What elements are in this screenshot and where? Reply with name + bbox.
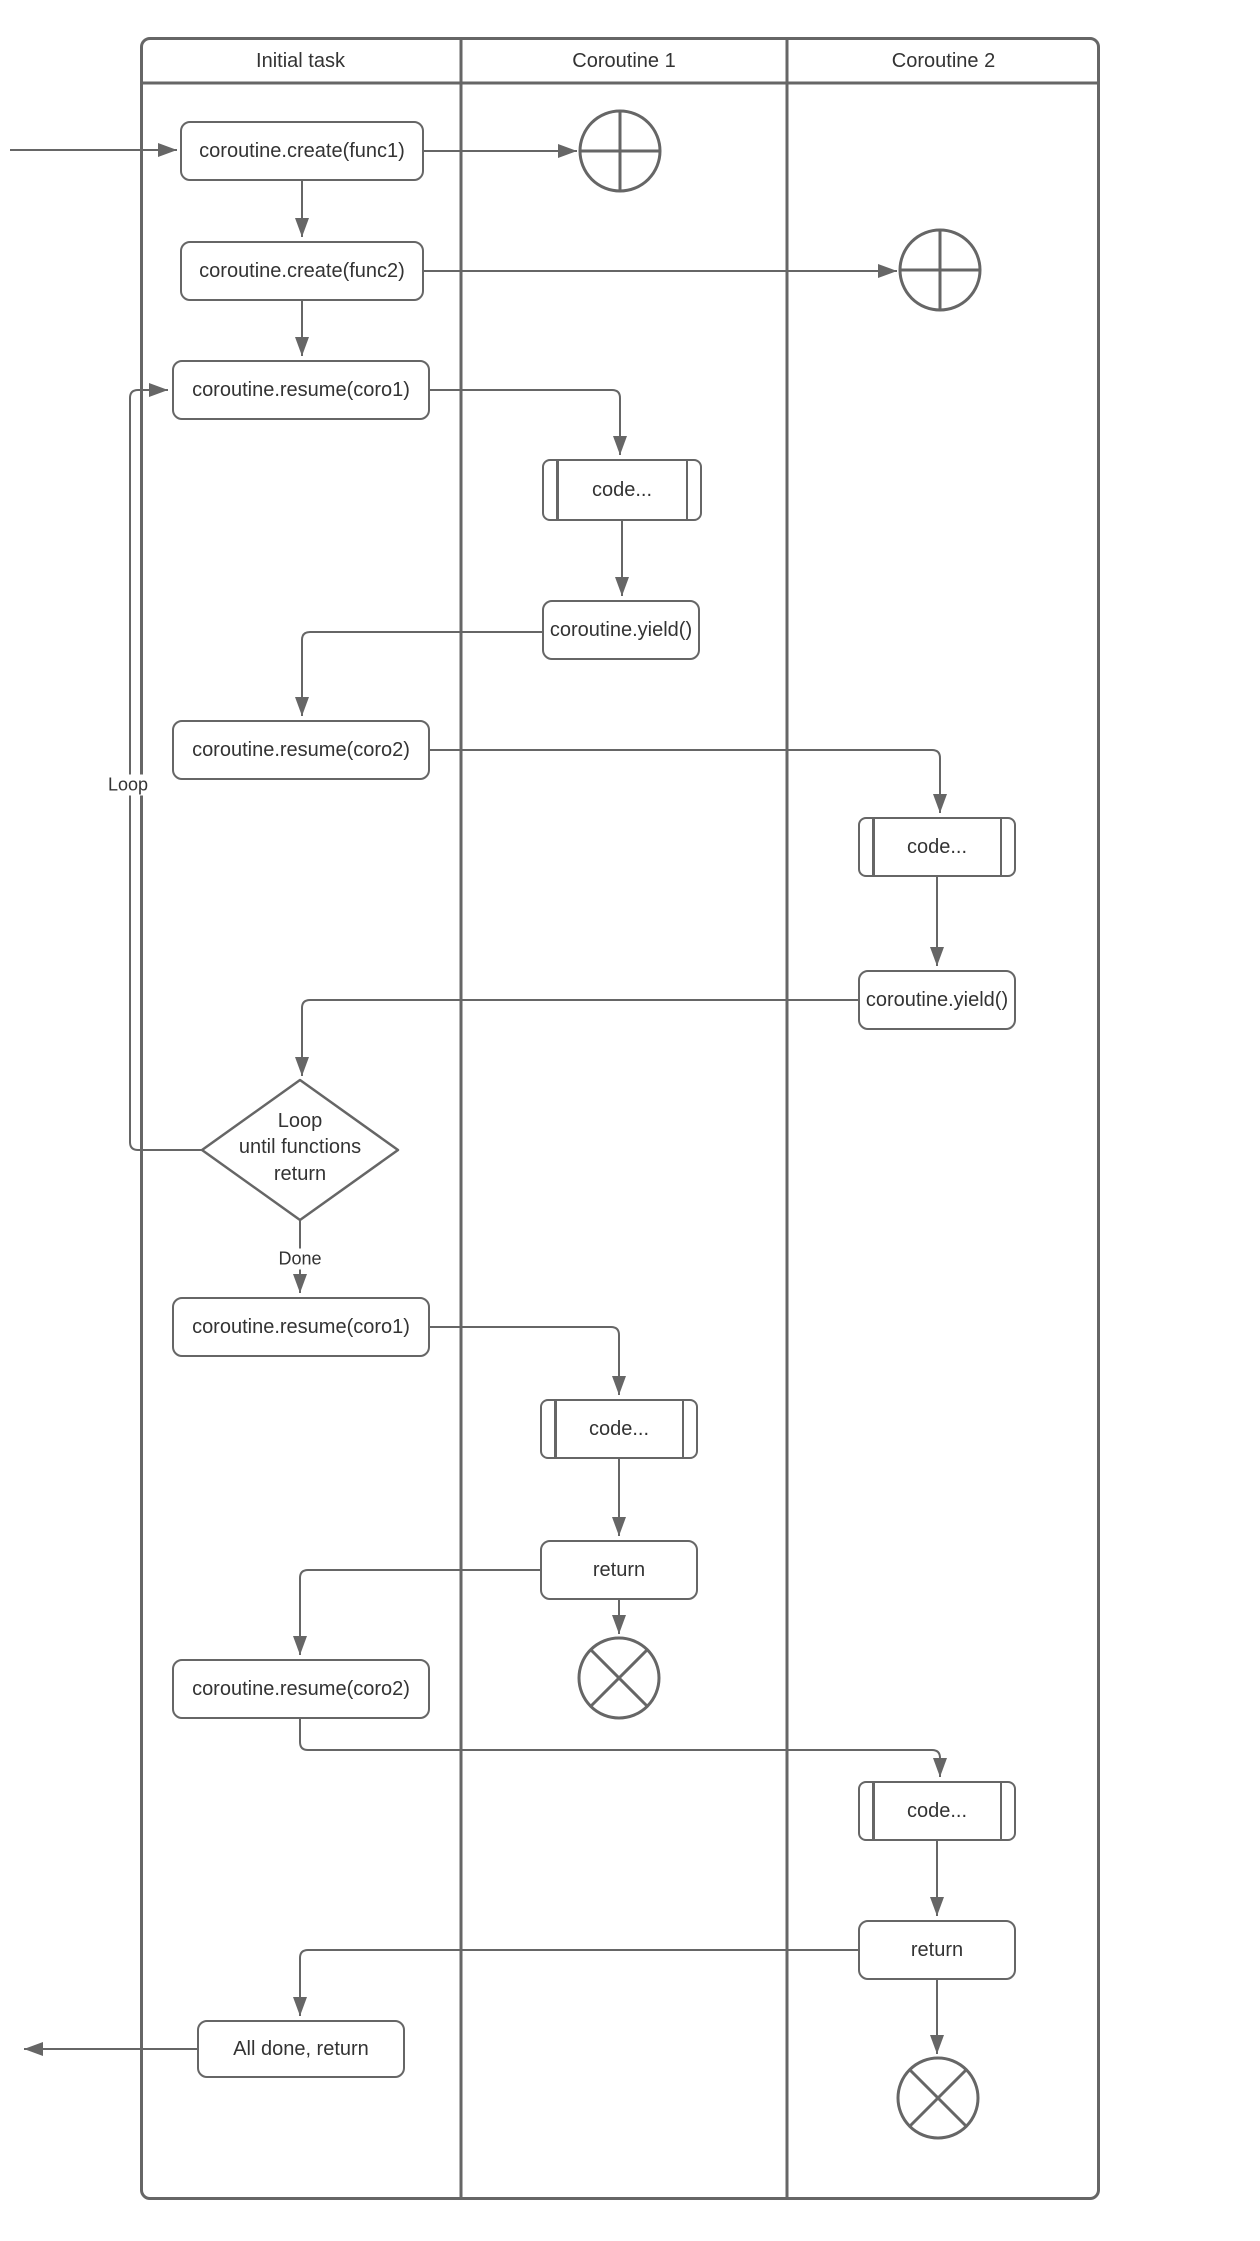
node-return-coroutine1: return [540,1540,698,1600]
coroutine1-end-symbol-icon [577,1636,661,1720]
node-create-func2: coroutine.create(func2) [180,241,424,301]
lane-header-label: Initial task [256,49,345,72]
edge-label-done: Done [275,1248,325,1270]
node-code-coroutine1-second: code... [540,1399,698,1459]
connector-yield-c2-to-loop-decision [295,999,858,1076]
lane-header-coroutine-2: Coroutine 2 [787,45,1100,77]
connector-resume-coro1b-to-code-c1b [430,1326,626,1395]
node-all-done-return: All done, return [197,2020,405,2078]
connector-resume-coro2-to-code-c2 [430,749,947,813]
loop-decision-label: Loop until functions return [238,1110,362,1185]
coroutine2-start-symbol-icon [898,228,982,312]
subroutine-bar-icon [999,819,1002,875]
node-label: code... [906,835,968,858]
subroutine-bar-icon [872,819,875,875]
loop-decision-diamond [200,1078,400,1222]
node-code-coroutine1-first: code... [542,459,702,521]
lane-header-initial-task: Initial task [140,45,461,77]
connector-return-c2-to-all-done [293,1949,858,2016]
subroutine-bar-icon [872,1783,875,1839]
node-resume-coro2-second: coroutine.resume(coro2) [172,1659,430,1719]
connector-yield-c1-to-resume-coro2 [295,631,542,716]
node-label: code... [591,478,653,501]
node-return-coroutine2: return [858,1920,1016,1980]
node-code-coroutine2-first: code... [858,817,1016,877]
subroutine-bar-icon [681,1401,684,1457]
subroutine-bar-icon [999,1783,1002,1839]
node-label: code... [588,1417,650,1440]
subroutine-bar-icon [556,461,559,519]
node-resume-coro2-first: coroutine.resume(coro2) [172,720,430,780]
node-resume-coro1-first: coroutine.resume(coro1) [172,360,430,420]
lane-header-label: Coroutine 2 [891,49,996,72]
node-label: code... [906,1799,968,1822]
subroutine-bar-icon [685,461,688,519]
swimlane-pool [140,37,1100,2200]
connector-loop-back-to-resume-coro1 [129,383,202,1151]
node-yield-coroutine2: coroutine.yield() [858,970,1016,1030]
connector-resume-coro2b-to-code-c2b [299,1719,947,1777]
coroutine1-start-symbol-icon [578,109,662,193]
edge-label-loop: Loop [104,774,152,796]
lane-header-coroutine-1: Coroutine 1 [461,45,787,77]
lane-header-label: Coroutine 1 [572,49,676,72]
node-yield-coroutine1: coroutine.yield() [542,600,700,660]
connector-return-c1-to-resume-coro2b [293,1569,540,1655]
node-code-coroutine2-second: code... [858,1781,1016,1841]
node-resume-coro1-second: coroutine.resume(coro1) [172,1297,430,1357]
subroutine-bar-icon [554,1401,557,1457]
coroutine2-end-symbol-icon [896,2056,980,2140]
connector-resume-coro1-to-code-c1 [430,389,627,455]
node-create-func1: coroutine.create(func1) [180,121,424,181]
